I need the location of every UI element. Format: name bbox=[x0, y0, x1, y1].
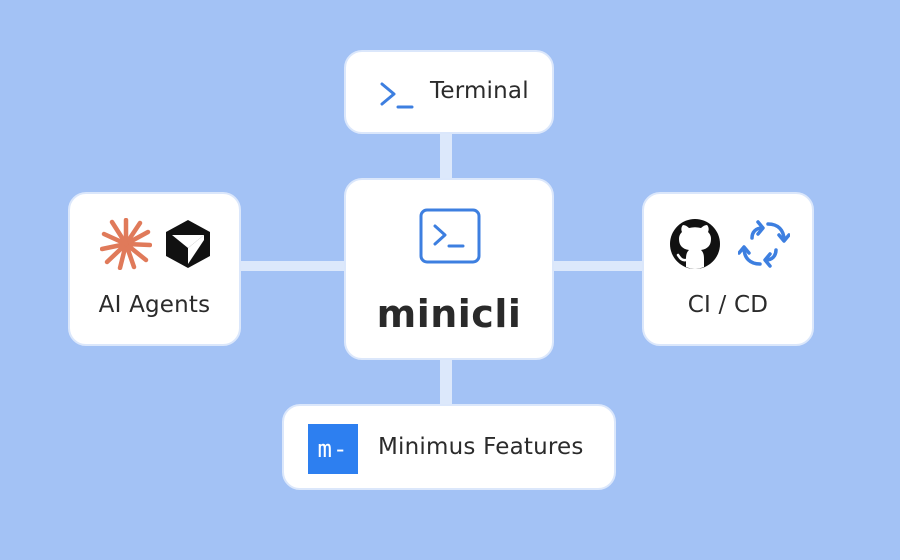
terminal-prompt-icon bbox=[380, 82, 414, 109]
cicd-label: CI / CD bbox=[687, 292, 769, 318]
claude-icon bbox=[100, 218, 152, 270]
minimus-features-card: m- Minimus Features bbox=[282, 404, 616, 490]
connector-top bbox=[440, 130, 452, 182]
cicd-card: CI / CD bbox=[642, 192, 814, 346]
minimus-logo: m- bbox=[308, 424, 358, 474]
minicli-card: minicli bbox=[344, 178, 554, 360]
minimus-features-label: Minimus Features bbox=[378, 434, 584, 460]
ai-agents-card: AI Agents bbox=[68, 192, 241, 346]
github-icon bbox=[670, 219, 720, 269]
connector-right bbox=[550, 261, 646, 271]
sync-icon bbox=[738, 220, 790, 268]
minicli-title: minicli bbox=[376, 292, 522, 336]
terminal-card: Terminal bbox=[344, 50, 554, 134]
terminal-label: Terminal bbox=[430, 78, 529, 104]
terminal-icon bbox=[419, 208, 481, 264]
ai-agents-label: AI Agents bbox=[98, 292, 211, 318]
connector-bottom bbox=[440, 356, 452, 408]
connector-left bbox=[238, 261, 348, 271]
cube-icon bbox=[166, 220, 210, 268]
